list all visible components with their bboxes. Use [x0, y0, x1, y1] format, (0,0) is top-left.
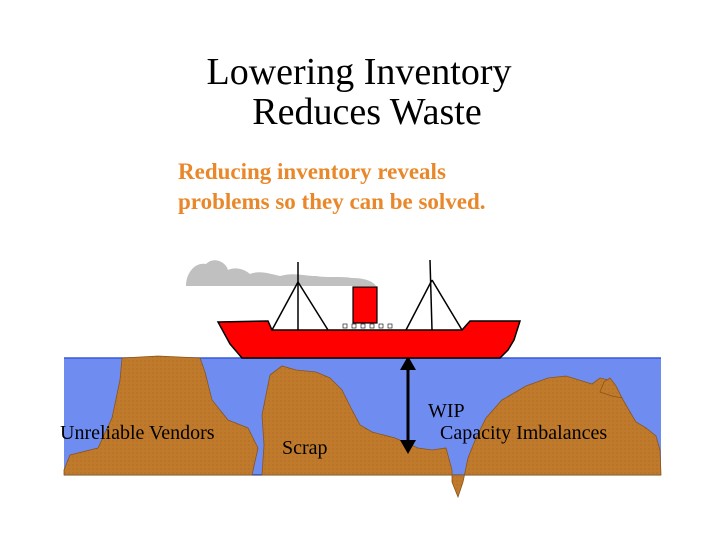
rock-peak: [599, 377, 623, 399]
wip-depth-arrow: [400, 356, 416, 454]
ship-funnel: [352, 286, 378, 324]
slide-title: Lowering Inventory Reduces Waste: [0, 52, 720, 132]
label-unreliable-vendors: Unreliable Vendors: [60, 422, 215, 444]
smoke-cloud: [186, 260, 376, 286]
subtitle-line-2: problems so they can be solved.: [178, 189, 486, 214]
rock-scrap-capacity: [261, 365, 662, 499]
label-capacity-imbalances: Capacity Imbalances: [440, 422, 608, 444]
title-line-2: Reduces Waste: [252, 91, 482, 133]
slide-subtitle: Reducing inventory reveals problems so t…: [178, 157, 638, 217]
ship-rigging: [271, 259, 463, 331]
title-line-1: Lowering Inventory: [206, 51, 512, 93]
label-wip: WIP: [428, 400, 465, 422]
rock-unreliable-vendors: [63, 355, 259, 476]
ship-hull: [216, 320, 522, 359]
subtitle-line-1: Reducing inventory reveals: [178, 159, 446, 184]
ship-portholes: [342, 323, 393, 329]
label-scrap: Scrap: [282, 437, 328, 459]
